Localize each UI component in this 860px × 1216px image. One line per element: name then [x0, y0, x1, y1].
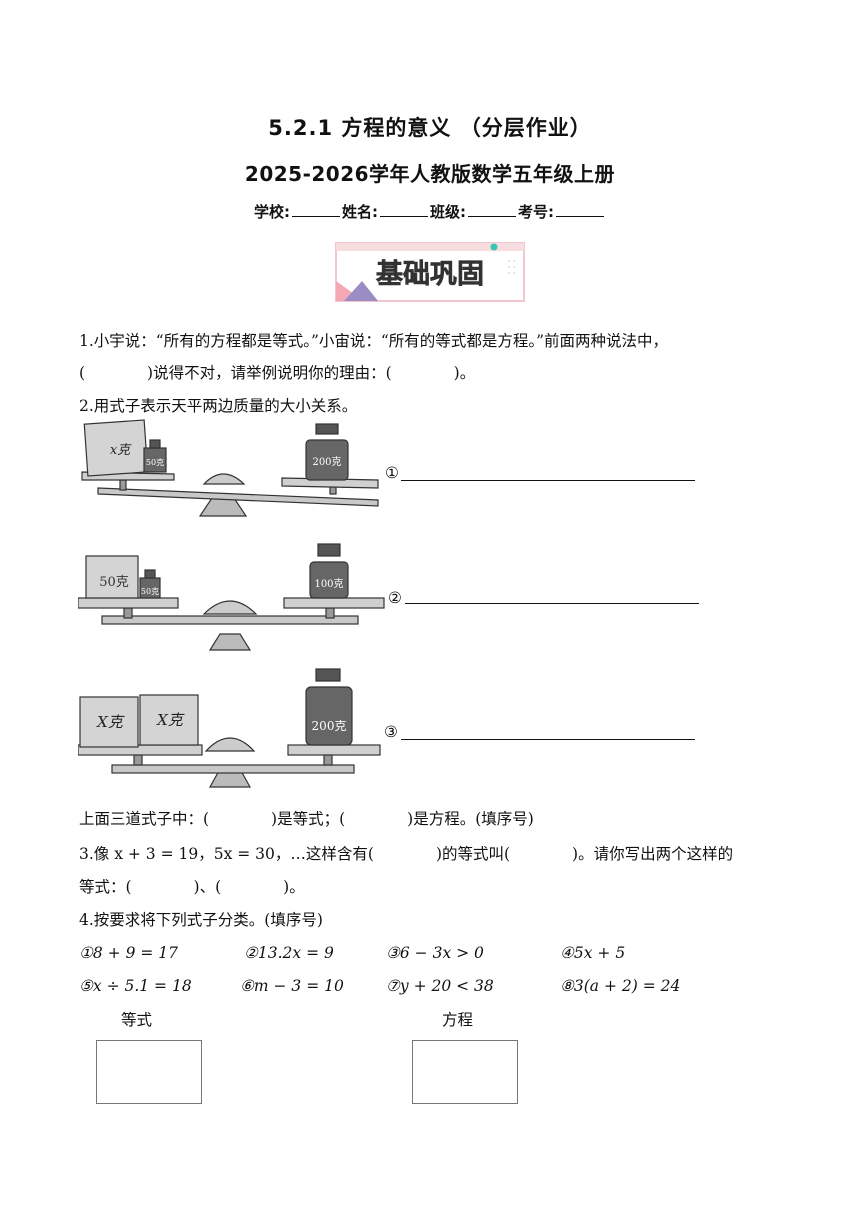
q4-prompt: 4.按要求将下列式子分类。(填序号) — [79, 911, 323, 929]
class-blank[interactable] — [468, 202, 516, 217]
weight-label: 100克 — [314, 578, 343, 590]
weight-label: 50克 — [146, 458, 164, 467]
banner-text: 基础巩固 — [376, 259, 484, 290]
scale-2-number: ② — [388, 589, 402, 607]
school-label: 学校: — [254, 203, 290, 221]
expression-item: ⑤x ÷ 5.1 = 18 — [79, 977, 192, 995]
section-banner: 基础巩固 — [334, 241, 527, 303]
expression-item: ⑥m − 3 = 10 — [240, 977, 344, 995]
function-box-label: 方程 — [442, 1011, 474, 1029]
weight-label: X克 — [156, 711, 185, 729]
weight-label: 200克 — [312, 719, 347, 733]
student-info-row: 学校: 姓名: 班级: 考号: — [0, 201, 860, 222]
scale-2-answer-line[interactable] — [405, 603, 699, 604]
scale-1-number: ① — [385, 464, 399, 482]
number-blank[interactable] — [556, 202, 604, 217]
equation-box-label: 等式 — [121, 1011, 153, 1029]
weight-label: X克 — [96, 713, 125, 731]
balance-scale-1: x克 50克 200克 — [81, 419, 379, 517]
expression-item: ⑧3(a + 2) = 24 — [560, 977, 681, 995]
school-blank[interactable] — [292, 202, 340, 217]
expression-item: ③6 − 3x > 0 — [386, 944, 484, 962]
scale-3-answer-line[interactable] — [401, 739, 695, 740]
page-subtitle: 2025-2026学年人教版数学五年级上册 — [244, 162, 616, 186]
q1-line1: 1.小宇说：“所有的方程都是等式。”小宙说：“所有的等式都是方程。”前面两种说法… — [79, 332, 668, 350]
expression-item: ①8 + 9 = 17 — [79, 944, 179, 962]
q1-line2: ( )说得不对，请举例说明你的理由：( )。 — [79, 364, 476, 382]
q2-prompt: 2.用式子表示天平两边质量的大小关系。 — [79, 397, 358, 415]
scale-1-answer-line[interactable] — [401, 480, 695, 481]
weight-label: x克 — [110, 443, 132, 458]
expression-item: ⑦y + 20 < 38 — [386, 977, 494, 995]
weight-label: 200克 — [312, 456, 341, 468]
q2-followup: 上面三道式子中：( )是等式；( )是方程。(填序号) — [79, 810, 534, 828]
weight-label: 50克 — [99, 575, 129, 590]
class-label: 班级: — [430, 203, 466, 221]
expression-item: ②13.2x = 9 — [244, 944, 334, 962]
q3-line1: 3.像 x + 3 = 19，5x = 30，…这样含有( )的等式叫( )。请… — [79, 845, 734, 863]
number-label: 考号: — [518, 203, 554, 221]
name-label: 姓名: — [342, 203, 378, 221]
name-blank[interactable] — [380, 202, 428, 217]
q3-line2: 等式：( )、( )。 — [79, 878, 305, 896]
page-title: 5.2.1 方程的意义 （分层作业） — [268, 116, 592, 140]
balance-scale-3: X克 X克 200克 — [78, 668, 381, 788]
scale-3-number: ③ — [384, 723, 398, 741]
expression-item: ④5x + 5 — [560, 944, 626, 962]
weight-label: 50克 — [141, 587, 159, 596]
function-answer-box[interactable] — [412, 1040, 518, 1104]
equation-answer-box[interactable] — [96, 1040, 202, 1104]
balance-scale-2: 50克 50克 100克 — [78, 543, 385, 651]
